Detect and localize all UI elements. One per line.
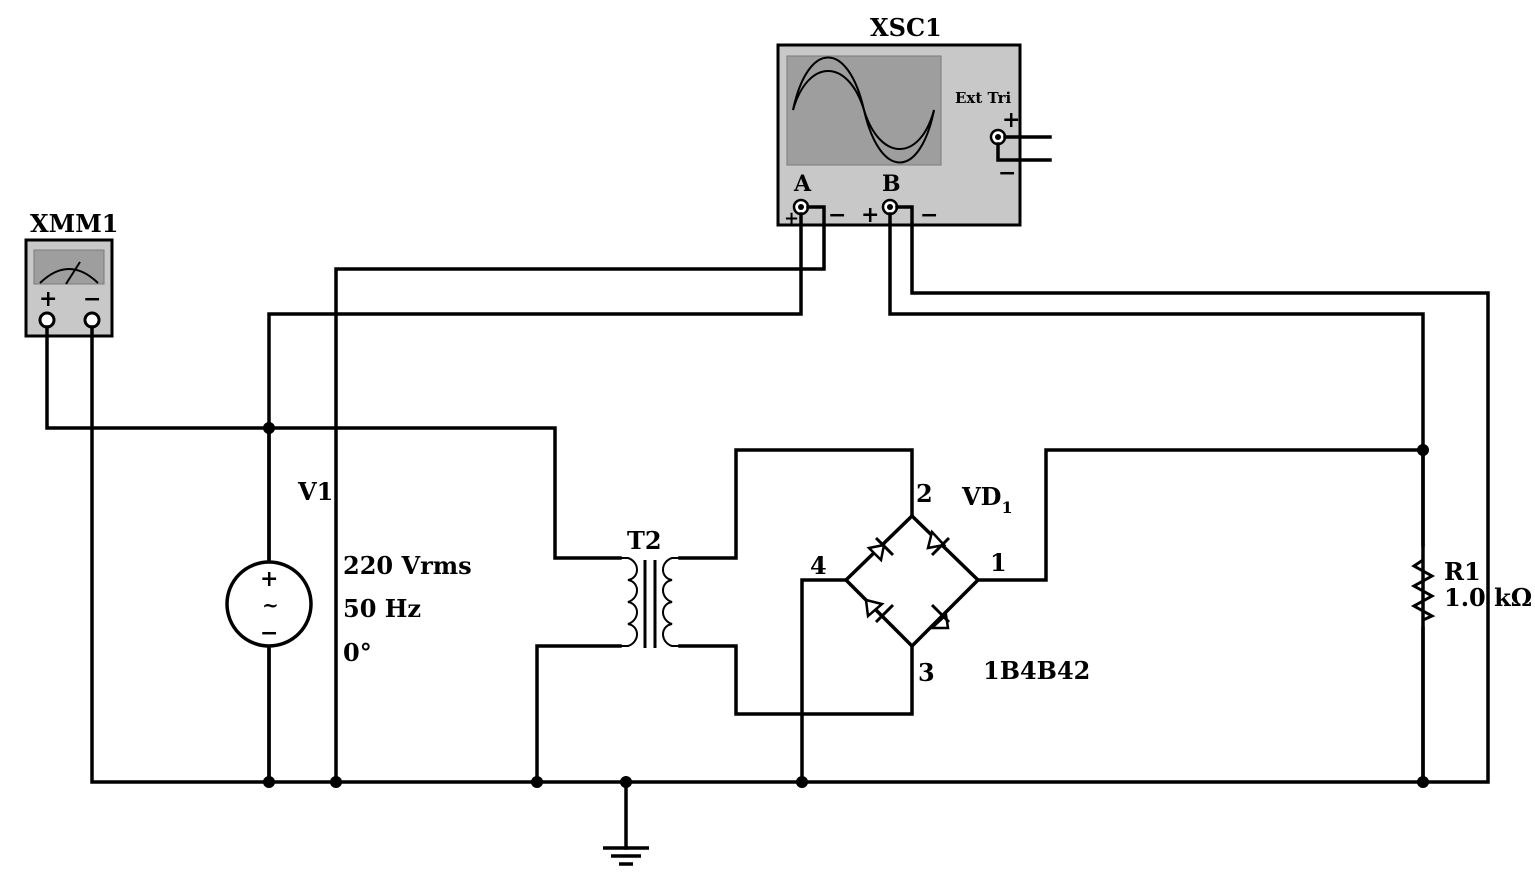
multimeter-plus-label: + (39, 286, 57, 312)
source-voltage-label: 220 Vrms (343, 551, 472, 580)
diode-icon (926, 529, 951, 557)
diode-icon (866, 536, 895, 563)
junction-node (1417, 444, 1429, 456)
wire-meter-plus-to-primary[interactable] (45, 325, 622, 560)
transformer-ref-label: T2 (627, 526, 662, 555)
junction-node (263, 422, 275, 434)
oscilloscope-ref-label: XSC1 (870, 13, 942, 42)
junction-node (1417, 776, 1429, 788)
bridge-pin2-label: 2 (916, 479, 933, 508)
wire-scope-a-minus[interactable] (334, 205, 826, 784)
source-frequency-label: 50 Hz (343, 594, 421, 623)
source-plus-label: + (260, 566, 278, 592)
multimeter-minus-terminal[interactable] (83, 311, 101, 329)
wire-pin4-to-ground[interactable] (800, 578, 848, 784)
source-ac-symbol: ~ (262, 593, 279, 617)
multimeter-minus-label: − (83, 286, 101, 312)
channel-b-label: B (882, 171, 901, 197)
wire-secondary-bottom-to-pin3[interactable] (678, 644, 914, 716)
channel-a-minus-label: − (828, 202, 846, 228)
resistor-value-label: 1.0 kΩ (1444, 583, 1532, 612)
meter-scale-arc (39, 268, 99, 284)
junction-node (620, 776, 632, 788)
bridge-pin3-label: 3 (918, 658, 935, 687)
resistor-r1[interactable] (1410, 545, 1436, 628)
ground-icon (603, 846, 649, 866)
junction-node (330, 776, 342, 788)
ext-trigger-minus-label: − (998, 160, 1016, 186)
ext-trigger-label: Ext Tri (955, 89, 1012, 107)
ext-trigger-minus-wire[interactable] (996, 142, 1052, 162)
bridge-rectifier[interactable] (843, 513, 981, 649)
multimeter-plus-terminal[interactable] (38, 311, 56, 329)
multimeter-xmm1[interactable] (24, 238, 114, 338)
source-minus-label: − (260, 620, 278, 646)
meter-needle (65, 261, 81, 285)
diode-icon (864, 598, 895, 624)
wire-scope-a-plus[interactable] (267, 212, 803, 784)
wire-pin1-to-resistor[interactable] (976, 448, 1425, 582)
channel-b-minus-label: − (920, 202, 938, 228)
channel-a-plus-label: + (784, 208, 799, 229)
diode-icon (928, 603, 951, 630)
source-ref-label: V1 (297, 477, 333, 506)
junction-node (796, 776, 808, 788)
junction-node (531, 776, 543, 788)
scope-trace-2 (792, 70, 935, 150)
junction-node (263, 776, 275, 788)
bridge-pin4-label: 4 (810, 551, 827, 580)
bridge-ref-label: VD1 (961, 482, 1013, 517)
multimeter-ref-label: XMM1 (30, 209, 118, 238)
ac-voltage-source[interactable] (225, 560, 313, 648)
wire-primary-bottom[interactable] (535, 644, 622, 784)
ext-trigger-plus-label: + (1002, 107, 1020, 133)
channel-b-plus-label: + (861, 202, 879, 228)
ground-bus-wire[interactable] (90, 325, 1425, 784)
resistor-ref-label: R1 (1444, 557, 1481, 586)
wire-secondary-top-to-pin2[interactable] (678, 448, 914, 560)
transformer-t2[interactable] (620, 557, 680, 648)
bridge-part-label: 1B4B42 (983, 656, 1090, 685)
channel-a-label: A (793, 171, 812, 197)
oscilloscope-xsc1[interactable] (776, 43, 1022, 227)
wire-scope-b-minus[interactable] (895, 205, 1490, 784)
source-phase-label: 0° (343, 638, 372, 667)
bridge-pin1-label: 1 (990, 548, 1007, 577)
